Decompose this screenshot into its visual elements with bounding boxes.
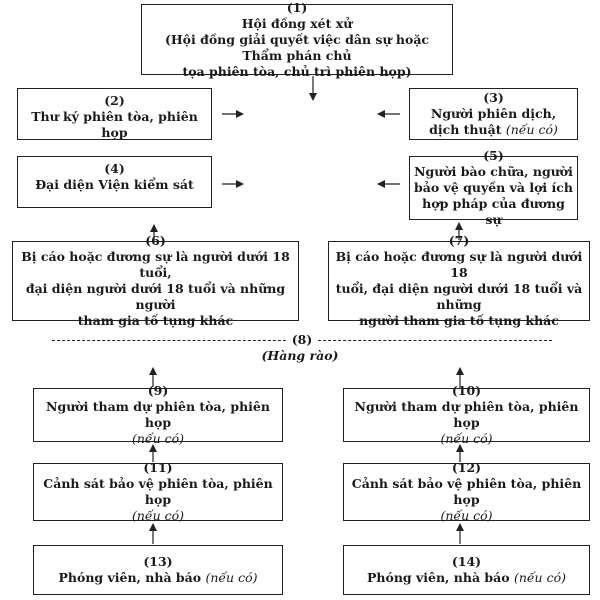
box-label: hợp pháp của đương sự [422, 196, 565, 227]
box-label: tuổi, đại diện người dưới 18 tuổi và nhữ… [335, 281, 583, 312]
box-label: Hội đồng xét xử [241, 15, 353, 31]
box-number: (13) [143, 554, 173, 569]
optional-note: (nếu có) [131, 431, 185, 446]
box-number: (7) [448, 233, 470, 248]
box-label: Bị cáo hoặc đương sự là người dưới 18 tu… [21, 249, 290, 280]
box-label: Thư ký phiên tòa, phiên họp [31, 109, 198, 140]
box-court-clerk: (2) Thư ký phiên tòa, phiên họp [17, 88, 212, 140]
box-number: (10) [451, 383, 482, 398]
box-label: tham gia tố tụng khác [77, 313, 234, 328]
box-number: (4) [104, 161, 125, 176]
box-label: Cảnh sát bảo vệ phiên tòa, phiên họp [351, 476, 582, 507]
fence-number: (8) [287, 332, 317, 347]
box-defendant-right: (7) Bị cáo hoặc đương sự là người dưới 1… [328, 233, 590, 328]
box-label: người tham gia tố tụng khác [359, 313, 559, 328]
box-label: Phóng viên, nhà báo (nếu có) [367, 570, 566, 585]
box-label: đại diện người dưới 18 tuổi và những ngư… [25, 281, 286, 312]
box-reporters-right: (14) Phóng viên, nhà báo (nếu có) [343, 545, 590, 595]
box-label: Người bào chữa, người [414, 164, 573, 179]
box-number: (2) [104, 93, 125, 108]
box-label: Người phiên dịch, [430, 106, 557, 121]
optional-note: (nếu có) [440, 508, 493, 523]
box-reporters-left: (13) Phóng viên, nhà báo (nếu có) [33, 545, 283, 595]
optional-note: (nếu có) [505, 122, 558, 137]
box-label: bảo vệ quyền và lợi ích [414, 180, 573, 195]
box-police-left: (11) Cảnh sát bảo vệ phiên tòa, phiên họ… [33, 460, 283, 523]
box-label: Người tham dự phiên tòa, phiên họp [354, 399, 579, 430]
box-label: (Hội đồng giải quyết việc dân sự hoặc Th… [164, 31, 430, 63]
box-defendant-left: (6) Bị cáo hoặc đương sự là người dưới 1… [12, 233, 299, 328]
box-label: dịch thuật (nếu có) [429, 122, 558, 137]
box-label: Cảnh sát bảo vệ phiên tòa, phiên họp [43, 476, 273, 507]
box-label: Người tham dự phiên tòa, phiên họp [46, 399, 270, 430]
box-attendees-left: (9) Người tham dự phiên tòa, phiên họp (… [33, 383, 283, 446]
box-number: (14) [451, 554, 482, 569]
box-label: Bị cáo hoặc đương sự là người dưới 18 [335, 249, 583, 280]
box-number: (11) [143, 460, 173, 475]
box-label: tọa phiên tòa, chủ trì phiên họp) [182, 63, 412, 79]
box-procuracy: (4) Đại diện Viện kiểm sát [17, 156, 212, 208]
box-label: Phóng viên, nhà báo (nếu có) [58, 570, 258, 585]
box-number: (12) [451, 460, 482, 475]
box-attendees-right: (10) Người tham dự phiên tòa, phiên họp … [343, 383, 590, 446]
box-number: (6) [145, 233, 166, 248]
optional-note: (nếu có) [131, 508, 185, 523]
fence-label: (Hàng rào) [261, 348, 339, 363]
box-police-right: (12) Cảnh sát bảo vệ phiên tòa, phiên họ… [343, 460, 590, 523]
optional-note: (nếu có) [513, 570, 566, 585]
box-number: (3) [483, 90, 504, 105]
box-number: (1) [286, 0, 308, 15]
optional-note: (nếu có) [205, 570, 258, 585]
box-number: (5) [483, 148, 504, 163]
optional-note: (nếu có) [440, 431, 493, 446]
box-council: (1) Hội đồng xét xử (Hội đồng giải quyết… [141, 0, 453, 79]
box-defense-counsel: (5) Người bào chữa, người bảo vệ quyền v… [409, 148, 578, 227]
box-label: Đại diện Viện kiểm sát [35, 177, 194, 192]
box-interpreter: (3) Người phiên dịch, dịch thuật (nếu có… [409, 88, 578, 140]
